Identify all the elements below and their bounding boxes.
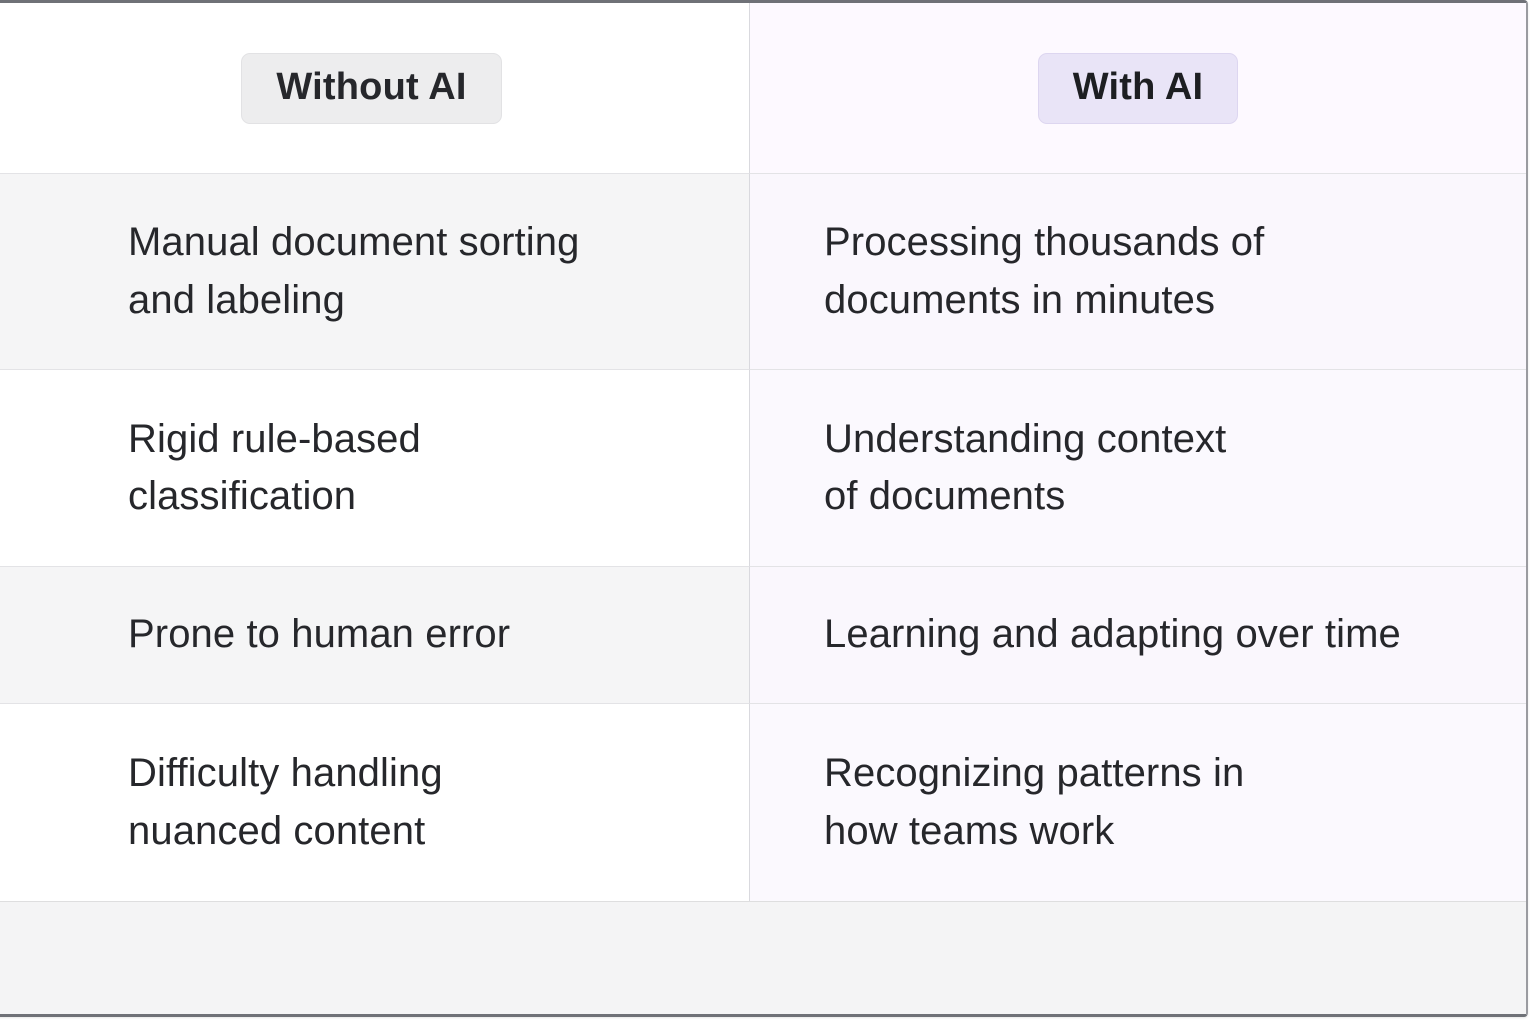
cell-with-ai-4: Recognizing patterns in how teams work — [750, 703, 1526, 901]
column-header-pill-without-ai: Without AI — [241, 52, 502, 124]
cell-without-ai-2: Rigid rule-based classification — [0, 369, 750, 566]
cell-with-ai-3: Learning and adapting over time — [750, 566, 1526, 703]
table-footer-row — [0, 901, 1526, 1014]
cell-text: Processing thousands of documents in min… — [824, 220, 1265, 322]
cell-without-ai-1: Manual document sorting and labeling — [0, 173, 750, 369]
cell-text: Understanding context of documents — [824, 416, 1227, 518]
cell-text: Prone to human error — [128, 612, 511, 657]
table-header-row: Without AI With AI — [0, 3, 1526, 173]
header-cell-without-ai: Without AI — [0, 3, 750, 173]
table-row: Difficulty handling nuanced content Reco… — [0, 703, 1526, 901]
cell-without-ai-4: Difficulty handling nuanced content — [0, 703, 750, 901]
header-cell-with-ai: With AI — [750, 3, 1526, 173]
cell-without-ai-3: Prone to human error — [0, 566, 750, 703]
cell-text: Recognizing patterns in how teams work — [824, 751, 1245, 853]
table-row: Manual document sorting and labeling Pro… — [0, 173, 1526, 369]
table-row: Rigid rule-based classification Understa… — [0, 369, 1526, 566]
cell-with-ai-1: Processing thousands of documents in min… — [750, 173, 1526, 369]
cell-with-ai-2: Understanding context of documents — [750, 369, 1526, 566]
cell-text: Learning and adapting over time — [824, 612, 1401, 657]
cell-text: Manual document sorting and labeling — [128, 220, 580, 322]
column-header-pill-with-ai: With AI — [1037, 52, 1239, 124]
table-row: Prone to human error Learning and adapti… — [0, 566, 1526, 703]
cell-text: Rigid rule-based classification — [128, 416, 421, 518]
cell-text: Difficulty handling nuanced content — [128, 751, 443, 853]
